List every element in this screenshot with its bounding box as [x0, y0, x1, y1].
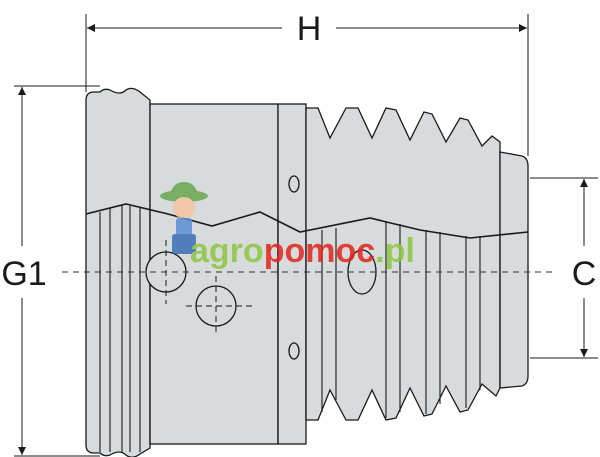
c-label: C [572, 255, 597, 293]
farmer-mascot-icon [160, 182, 208, 254]
g1-label: G1 [1, 255, 46, 293]
watermark-text: agropomoc.pl [190, 232, 415, 270]
watermark-pomoc: pomoc [264, 232, 375, 270]
left-collar [85, 87, 151, 457]
section-ribs [85, 203, 529, 452]
watermark-pl: .pl [375, 232, 415, 270]
step-ring [277, 103, 307, 445]
dimension-h: H [85, 10, 529, 156]
h-label: H [297, 10, 322, 48]
dimension-g1: G1 [1, 85, 100, 457]
small-hole-top [288, 175, 300, 193]
dimension-c: C [530, 177, 598, 359]
watermark-agro: agro [190, 232, 264, 270]
bellows [305, 107, 529, 421]
watermark-logo: agropomoc.pl [160, 182, 415, 270]
small-hole-bottom [288, 342, 300, 360]
end-cap [499, 151, 529, 389]
boot-body [85, 87, 307, 457]
